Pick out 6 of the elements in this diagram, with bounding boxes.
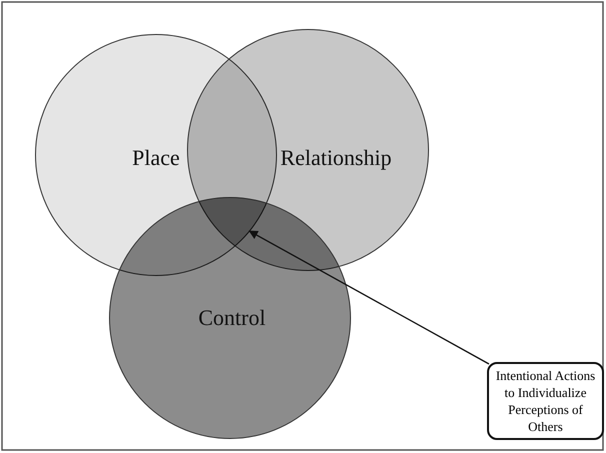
circle-label: Place bbox=[132, 145, 180, 171]
leader-arrow bbox=[248, 230, 490, 365]
circle-label: Control bbox=[198, 305, 266, 331]
overlap-region bbox=[198, 197, 268, 247]
callout-box: Intentional Actions to Individualize Perceptions of Others bbox=[487, 362, 604, 440]
circle-label: Relationship bbox=[280, 145, 392, 171]
